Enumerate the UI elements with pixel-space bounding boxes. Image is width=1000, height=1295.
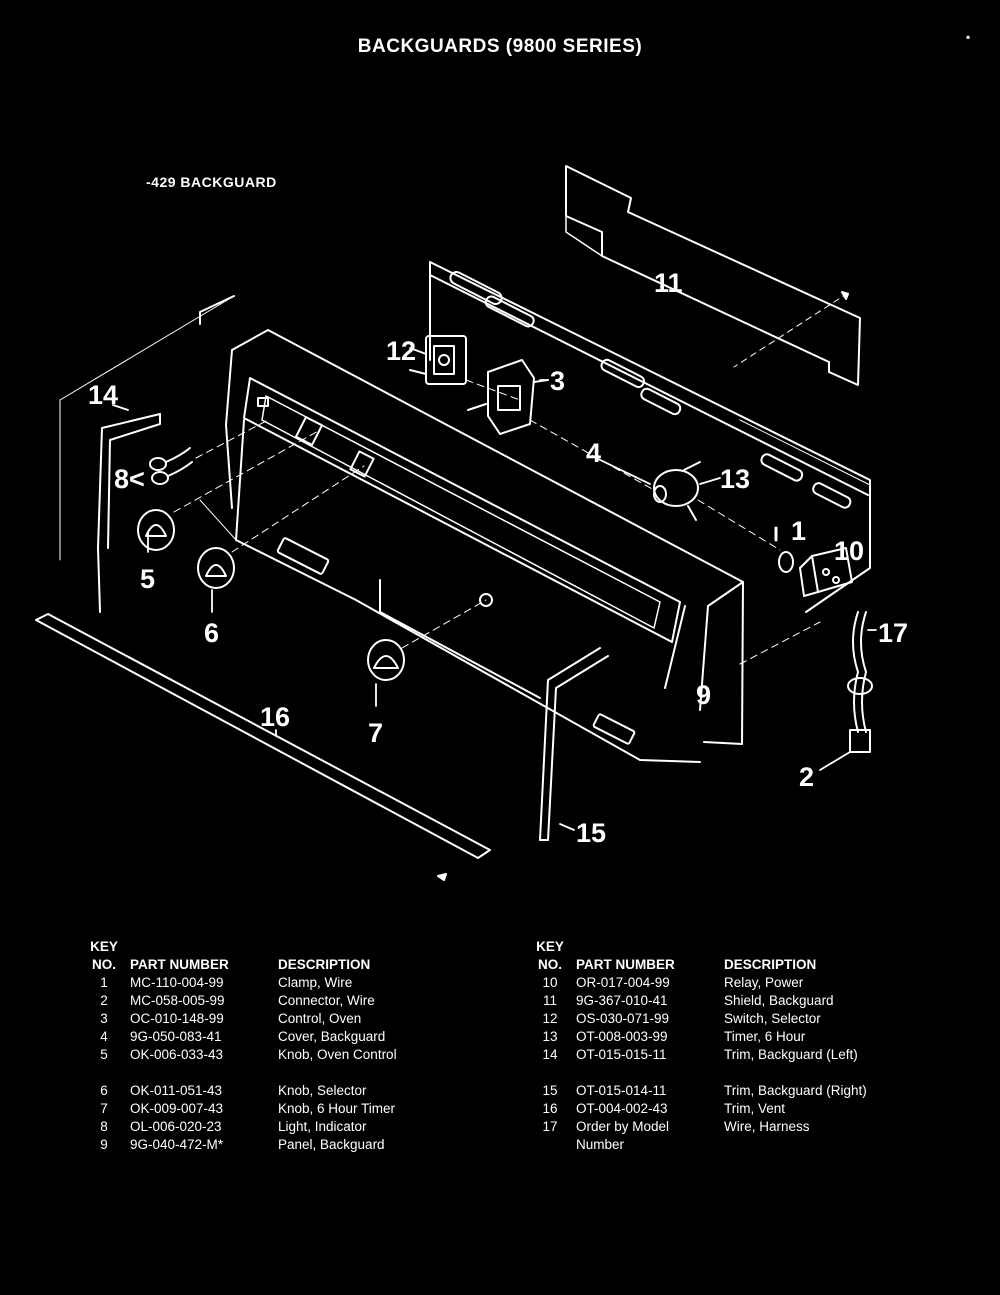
callout-14: 14 [88, 380, 118, 410]
callout-1: 1 [791, 516, 806, 546]
callout-15: 15 [576, 818, 606, 848]
power-relay-part [799, 547, 853, 597]
timer-part [653, 461, 701, 521]
callout-12: 12 [386, 336, 416, 366]
callout-11: 11 [654, 268, 683, 298]
page-title: BACKGUARDS (9800 SERIES) [357, 36, 643, 57]
key-header: KEY [536, 939, 564, 954]
indicator-light-part [149, 447, 193, 485]
leader-lines [173, 379, 821, 665]
trim-backguard-right-part [539, 647, 609, 841]
callout-17: 17 [878, 618, 908, 648]
oven-control-part [467, 359, 549, 435]
callout-9: 9 [696, 680, 711, 710]
oven-control-knob-part [137, 509, 175, 551]
wire-harness-part [847, 611, 873, 753]
description-header: DESCRIPTION [278, 957, 371, 972]
part-number-header: PART NUMBER [130, 957, 229, 972]
back-plate-part [429, 261, 871, 613]
selector-knob-part [197, 547, 235, 589]
callout-2: 2 [799, 762, 814, 792]
table-row: Number [576, 1137, 625, 1152]
callout-leaders [112, 347, 877, 831]
trim-backguard-left-part [59, 295, 235, 613]
description-header: DESCRIPTION [724, 957, 817, 972]
key-no-header: NO. [537, 957, 562, 972]
callout-10: 10 [834, 536, 864, 566]
cover-backguard-part [225, 329, 744, 745]
callout-6: 6 [204, 618, 219, 648]
callout-8: 8< [114, 464, 145, 494]
diagram-subtitle: -429 BACKGUARD [146, 174, 277, 190]
corner-dot: ▪ [966, 30, 971, 44]
timer-knob-part [367, 639, 405, 681]
trim-vent-part [35, 613, 491, 881]
key-no-header: NO. [91, 957, 116, 972]
key-header: KEY [90, 939, 118, 954]
callout-5: 5 [140, 564, 155, 594]
wire-clamp-part [774, 526, 794, 573]
exploded-parts-diagram: 1 2 3 4 5 6 7 8< 9 10 11 12 13 14 15 16 … [35, 165, 908, 881]
callout-3: 3 [550, 366, 565, 396]
shield-backguard-part [565, 165, 861, 386]
part-number-header: PART NUMBER [576, 957, 675, 972]
selector-switch-part [409, 335, 467, 385]
panel-backguard-part [199, 419, 701, 763]
callout-4: 4 [586, 438, 601, 468]
callout-16: 16 [260, 702, 290, 732]
callout-13: 13 [720, 464, 750, 494]
callout-7: 7 [368, 718, 383, 748]
